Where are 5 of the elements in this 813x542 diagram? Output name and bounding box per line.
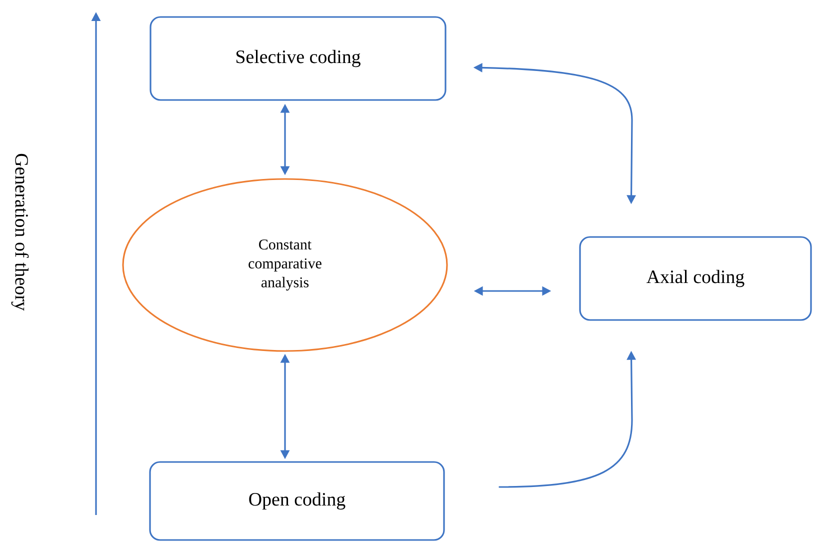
axis-label: Generation of theory (11, 154, 29, 311)
process-box: Axial coding (579, 236, 812, 321)
process-box: Selective coding (150, 16, 446, 101)
process-box: Open coding (149, 461, 445, 541)
ellipse-node: Constant comparative analysis (122, 178, 448, 352)
